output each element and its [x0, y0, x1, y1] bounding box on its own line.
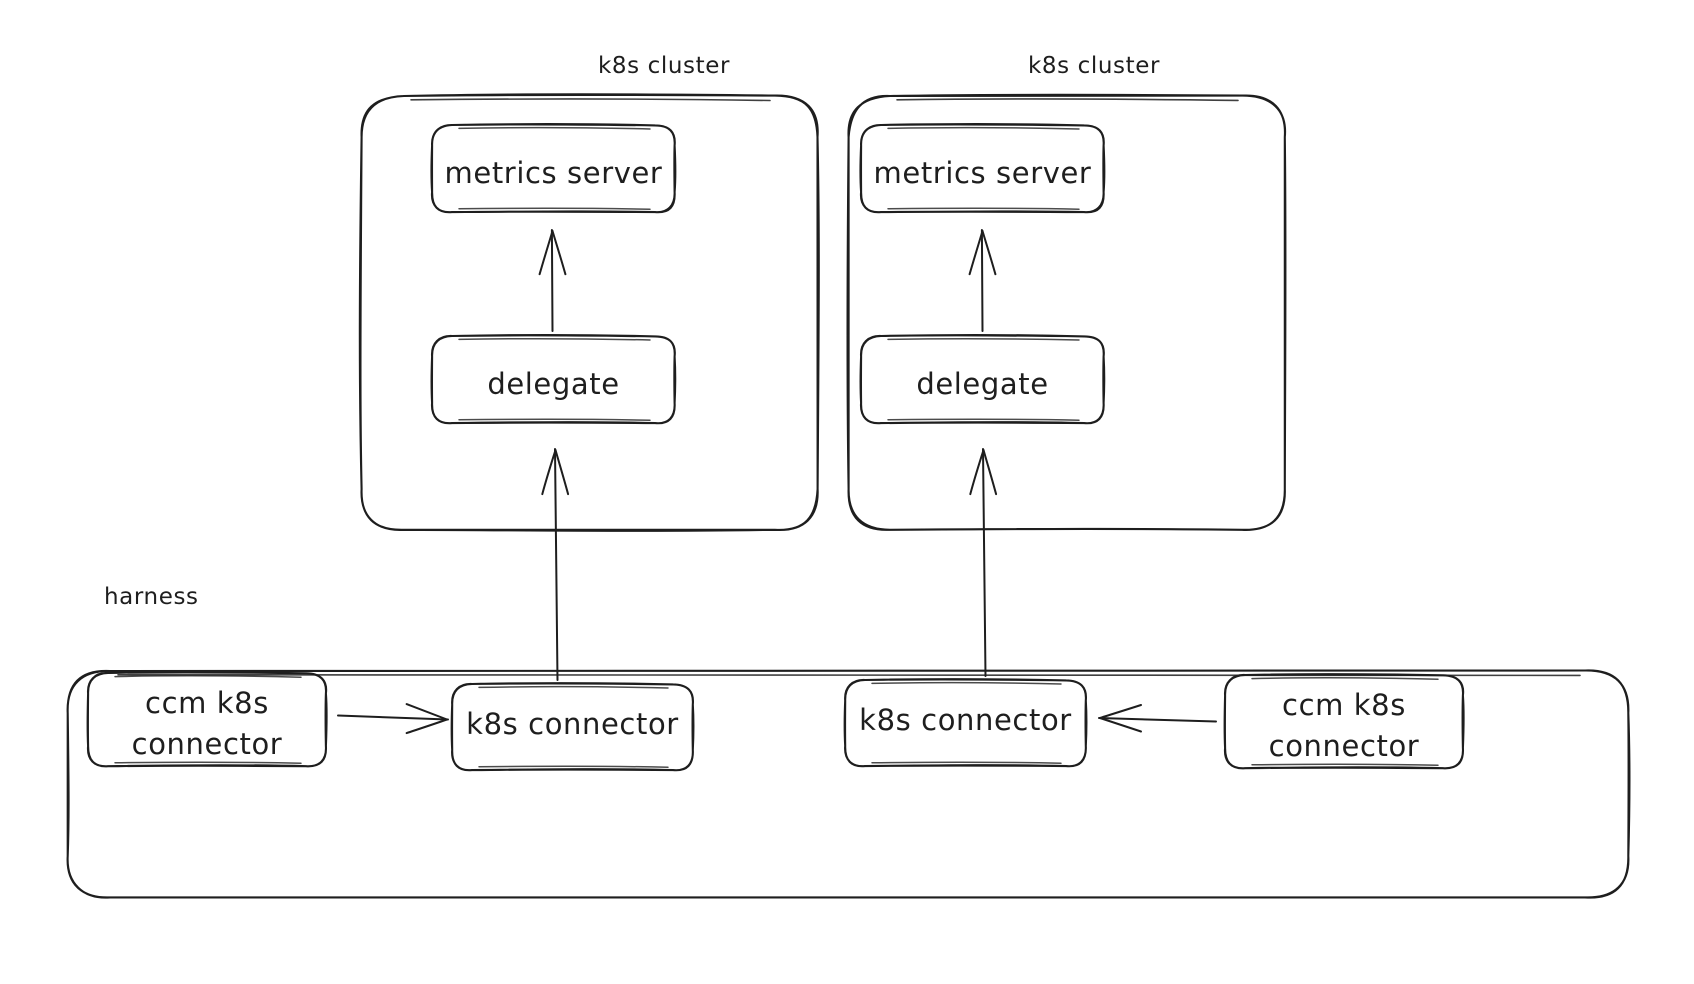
node-k8s-connector-left[interactable]: [452, 683, 693, 771]
node-delegate-right[interactable]: [861, 335, 1104, 424]
edge-k8sconnector-to-delegate-left: [541, 448, 570, 681]
node-ccm-k8s-connector-left[interactable]: [88, 672, 326, 767]
node-ccm-k8s-connector-right[interactable]: [1225, 674, 1463, 769]
ccm-k8s-connector-left-outline: [86, 671, 328, 768]
node-metrics-server-left[interactable]: [432, 124, 675, 213]
cluster-left-outline: [358, 93, 820, 532]
edge-ccm-to-k8sconnector-right: [1098, 704, 1217, 733]
ccm-k8s-connector-right-outline: [1223, 673, 1465, 770]
edge-k8sconnector-to-delegate-right: [969, 448, 998, 677]
edge-delegate-to-metrics-left: [538, 229, 567, 332]
k8s-connector-left-outline: [450, 682, 695, 772]
k8s-connector-right-outline: [843, 678, 1088, 768]
metrics-server-right-outline: [859, 123, 1106, 214]
cluster-right-outline: [846, 93, 1287, 531]
metrics-server-left-outline: [430, 123, 677, 214]
delegate-right-outline: [859, 334, 1106, 425]
node-delegate-left[interactable]: [432, 335, 675, 424]
node-k8s-connector-right[interactable]: [845, 679, 1086, 767]
node-metrics-server-right[interactable]: [861, 124, 1104, 213]
edge-ccm-to-k8sconnector-left: [337, 703, 449, 735]
edge-delegate-to-metrics-right: [968, 229, 997, 332]
delegate-left-outline: [430, 334, 677, 425]
